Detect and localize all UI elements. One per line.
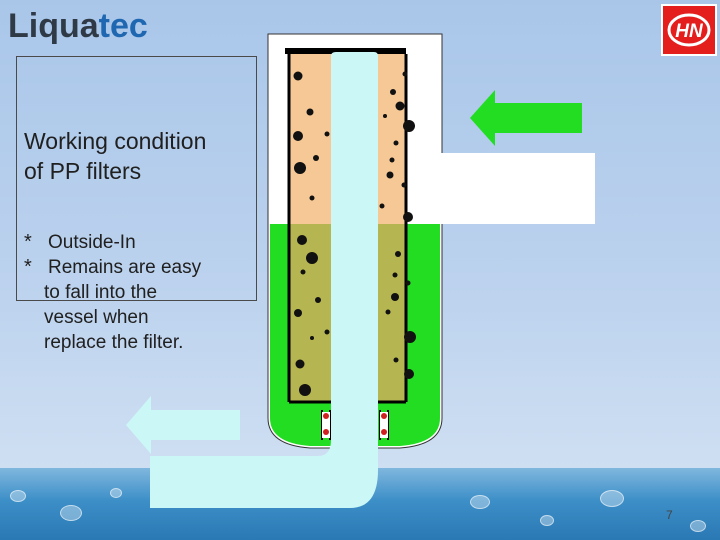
heading-line-2: of PP filters bbox=[24, 158, 142, 184]
page-number: 7 bbox=[666, 508, 673, 522]
outlet-arrow-icon bbox=[126, 396, 240, 454]
inlet-pipe bbox=[430, 153, 595, 224]
water-drop bbox=[600, 490, 624, 507]
housing-cap bbox=[285, 48, 406, 54]
hn-logo-icon: HN bbox=[667, 13, 711, 47]
slide-heading: Working condition of PP filters bbox=[24, 126, 264, 186]
water-drop bbox=[690, 520, 706, 532]
logo-part2: tec bbox=[98, 7, 148, 45]
bullet-item: * Outside-In bbox=[24, 230, 264, 255]
bullet-list: * Outside-In * Remains are easy to fall … bbox=[24, 230, 264, 355]
text-frame bbox=[16, 56, 257, 301]
water-drop bbox=[110, 488, 122, 498]
bottom-seals bbox=[321, 410, 389, 440]
hn-brand-logo: HN bbox=[661, 4, 717, 56]
bullet-text-cont: to fall into the bbox=[44, 282, 158, 303]
water-drop bbox=[10, 490, 26, 502]
water-drop bbox=[540, 515, 554, 526]
liquatec-logo: Liquatec bbox=[8, 8, 148, 44]
bullet-item: * Remains are easy bbox=[24, 255, 264, 280]
water-drop bbox=[470, 495, 490, 509]
center-tube bbox=[150, 52, 378, 508]
bullet-text: Remains are easy bbox=[48, 257, 202, 278]
bullet-text-cont: replace the filter. bbox=[44, 332, 184, 353]
water-drop bbox=[60, 505, 82, 521]
debris-particles bbox=[293, 71, 416, 396]
heading-line-1: Working condition bbox=[24, 128, 207, 154]
logo-part1: Liqua bbox=[8, 7, 99, 45]
hn-logo-text: HN bbox=[675, 21, 704, 42]
bullet-text-cont: vessel when bbox=[44, 307, 149, 328]
asterisk-icon: * bbox=[24, 231, 32, 253]
inlet-arrow-icon bbox=[470, 90, 582, 146]
bullet-text: Outside-In bbox=[48, 232, 136, 253]
asterisk-icon: * bbox=[24, 256, 32, 278]
